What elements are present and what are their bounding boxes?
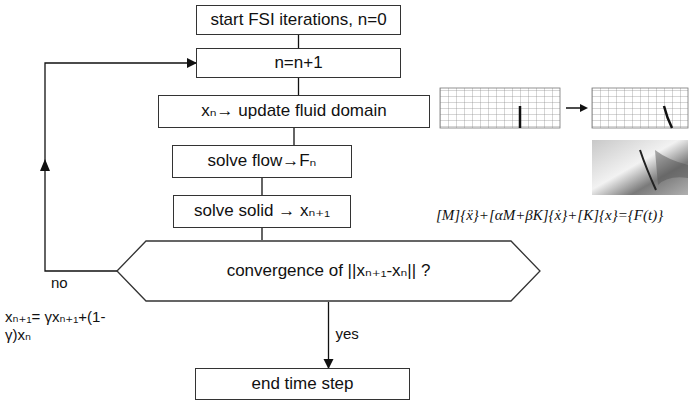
edge-label: no <box>49 275 70 292</box>
node-text: solve solid → xₙ₊₁ <box>194 202 330 221</box>
process-box: start FSI iterations, n=0 <box>196 5 401 35</box>
process-box: xₙ→ update fluid domain <box>158 95 430 128</box>
node-text: end time step <box>251 375 353 394</box>
mesh-after <box>592 88 688 128</box>
connector <box>261 228 262 240</box>
connector <box>298 78 299 95</box>
mesh-arrow <box>566 104 588 112</box>
edge-label: yes <box>334 326 361 343</box>
arrowhead <box>40 159 50 171</box>
process-box: n=n+1 <box>196 48 401 78</box>
node-text: start FSI iterations, n=0 <box>210 11 386 30</box>
relaxation-formula: xₙ₊₁= γxₙ₊₁+(1-γ)xₙ <box>5 308 117 344</box>
flow-field <box>592 140 688 195</box>
process-box: end time step <box>195 368 410 400</box>
process-box: solve solid → xₙ₊₁ <box>173 195 351 228</box>
node-text: solve flow→Fₙ <box>208 152 317 171</box>
connector <box>328 302 329 368</box>
node-text: convergence of ||xₙ₊₁-xₙ|| ? <box>227 262 431 281</box>
decision-diamond: convergence of ||xₙ₊₁-xₙ|| ? <box>116 240 541 302</box>
node-text: n=n+1 <box>274 54 322 73</box>
process-box: solve flow→Fₙ <box>172 145 352 178</box>
mesh-before <box>440 88 560 128</box>
connector <box>298 35 299 48</box>
node-text: xₙ→ update fluid domain <box>201 102 386 121</box>
connector <box>293 128 294 145</box>
connector <box>261 178 262 195</box>
equation: [M]{ẍ}+[αM+βK]{ẋ}+[K]{x}={F(t)} <box>436 206 663 224</box>
